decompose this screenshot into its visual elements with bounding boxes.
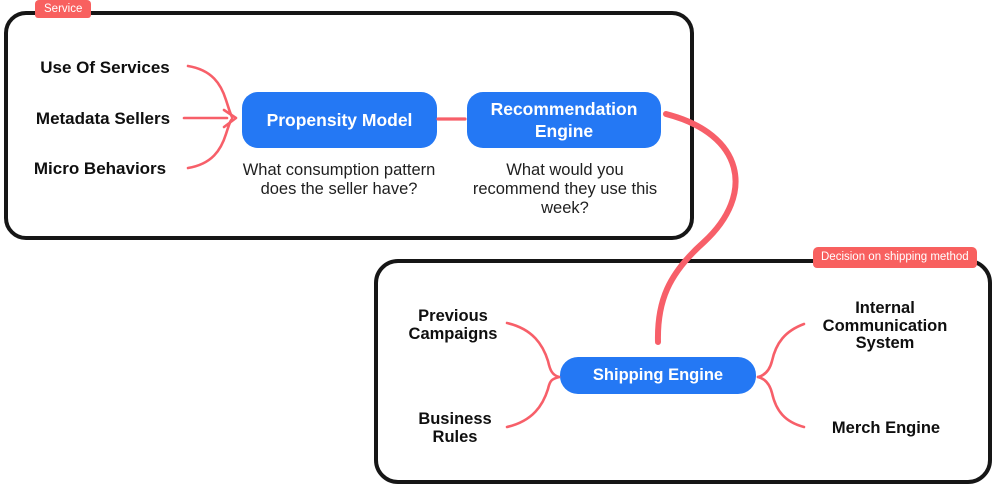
decision-tag: Decision on shipping method (813, 247, 977, 268)
output-label-merch-engine: Merch Engine (831, 419, 941, 437)
node-shipping-engine[interactable]: Shipping Engine (560, 357, 756, 394)
node-propensity-model[interactable]: Propensity Model (242, 92, 437, 148)
input-label-business-rules: Business Rules (418, 410, 492, 446)
node-recommendation-engine[interactable]: Recommendation Engine (467, 92, 661, 148)
input-label-use-of-services: Use Of Services (40, 58, 170, 77)
input-label-micro-behaviors: Micro Behaviors (33, 159, 167, 178)
caption-propensity-model: What consumption pattern does the seller… (242, 161, 436, 198)
caption-recommendation-engine: What would you recommend they use this w… (472, 161, 658, 217)
service-tag: Service (35, 0, 92, 18)
output-label-internal-communication-system: Internal Communication System (822, 299, 948, 352)
input-label-previous-campaigns: Previous Campaigns (408, 307, 498, 343)
input-label-metadata-sellers: Metadata Sellers (35, 109, 171, 128)
